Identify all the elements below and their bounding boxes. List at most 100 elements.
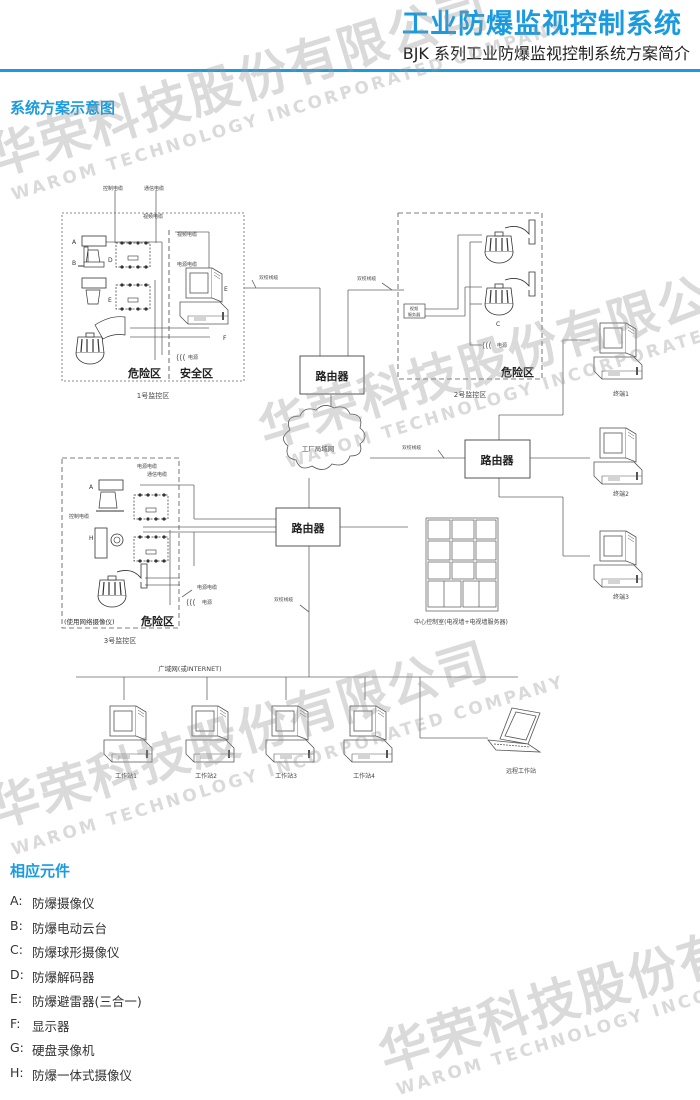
- component-item-a: A: 防爆摄像仪: [10, 893, 142, 918]
- marker-f: F: [223, 335, 227, 342]
- component-item-h: H:防爆一体式摄像仪: [10, 1065, 142, 1090]
- page-subtitle: BJK 系列工业防爆监视控制系统方案简介: [402, 44, 690, 63]
- zone3-caption: 3号监控区: [104, 636, 136, 645]
- pan-tilt-b-icon: [83, 246, 101, 265]
- router-2-label: 路由器: [481, 453, 515, 467]
- arrester-z3-icon: [133, 534, 169, 564]
- camera-a-icon: [81, 235, 107, 247]
- z3-power-label: 电源: [202, 599, 212, 606]
- component-label: 防爆摄像仪: [32, 896, 95, 911]
- terminal-1-label: 终端1: [613, 390, 629, 398]
- wan-label: 广域网(或INTERNET): [158, 664, 221, 673]
- decoder-d-icon: [115, 240, 151, 270]
- marker-d: D: [108, 257, 113, 264]
- video-server-label-2: 服务器: [408, 311, 421, 318]
- component-item-f: F:显示器: [10, 1016, 142, 1041]
- dome-camera-c2-icon: [484, 283, 514, 316]
- marker-e: E: [108, 297, 112, 304]
- workstation-2-icon: [185, 705, 235, 763]
- zone3-danger-label: 危险区: [140, 614, 174, 628]
- component-label: 防爆一体式摄像仪: [32, 1067, 133, 1083]
- z3-control-cable-label: 控制电缆: [69, 513, 89, 520]
- workstation-4-label: 工作站4: [353, 772, 375, 780]
- zone3-boundary: [61, 457, 180, 629]
- dome-camera-z3-icon: [97, 575, 127, 608]
- twisted-pair-label-4: 双绞线缆: [274, 596, 293, 603]
- camera-a-icon-z3: [98, 479, 124, 491]
- video-server-label-1: 视频: [410, 305, 419, 312]
- marker-a: A: [72, 239, 77, 246]
- workstation-1-icon: [103, 705, 153, 763]
- system-diagram: 路由器 路由器 路由器 工厂局域网 视频电缆 控制电缆 通信电缆 视频电缆 电源…: [61, 185, 643, 780]
- diagram-section-title: 系统方案示意图: [10, 99, 116, 117]
- router-3-label: 路由器: [292, 521, 326, 535]
- component-key: E:: [10, 991, 23, 1006]
- workstation-4-icon: [343, 705, 393, 763]
- watermark-cn-4: 华荣科技股份有限公司: [372, 876, 700, 1085]
- component-label: 硬盘录像机: [32, 1043, 95, 1058]
- dome-camera-icon: [75, 332, 105, 365]
- power-label: 电源: [188, 354, 198, 361]
- component-key: C:: [10, 942, 23, 957]
- control-room-label: 中心控制室(电视墙+电视墙服务器): [414, 618, 508, 626]
- marker-a-z3: A: [89, 484, 94, 491]
- zone3-devices: 电源电缆 通信电缆 控制电缆 电源电缆 ⟨⟨⟨ 电源 A H (使用网络摄像仪)…: [64, 463, 217, 645]
- zone1-devices: 视频电缆 控制电缆 通信电缆 视频电缆 电源电缆 电源 ⟨⟨⟨ A B D E …: [72, 185, 229, 400]
- zone1-safe-label: 安全区: [180, 366, 213, 380]
- component-label: 防爆解码器: [32, 969, 95, 985]
- router-1: 路由器: [299, 355, 365, 395]
- component-item-e: E: 防爆避雷器(三合一): [10, 991, 142, 1016]
- z3-comm-cable-label: 通信电缆: [147, 471, 167, 478]
- component-label: 防爆电动云台: [32, 920, 108, 936]
- marker-b: B: [72, 260, 76, 267]
- z3-power-cable-top-label: 电源电缆: [137, 463, 157, 470]
- watermark-en-4: WAROM TECHNOLOGY INCORPORATED COMPANY: [394, 912, 700, 1100]
- lan-cloud: 工厂局域网: [283, 405, 366, 470]
- zone2-caption: 2号监控区: [454, 390, 486, 399]
- video-server-box: 视频 服务器: [403, 303, 426, 319]
- component-item-g: G: 硬盘录像机: [10, 1040, 142, 1065]
- page-title: 工业防爆监视控制系统: [402, 9, 682, 40]
- remote-station-label: 远程工作站: [506, 767, 536, 775]
- component-item-c: C: 防爆球形摄像仪: [10, 942, 142, 967]
- component-key: D:: [10, 966, 24, 982]
- video-cable-label: 视频电缆: [143, 213, 163, 220]
- integrated-camera-h-icon: [94, 527, 108, 559]
- workstation-1-label: 工作站1: [115, 772, 137, 780]
- marker-h: H: [89, 535, 94, 542]
- zone1-danger-label: 危险区: [127, 366, 161, 380]
- power-symbol-icon-3: ⟨⟨⟨: [186, 598, 195, 607]
- router-1-label: 路由器: [316, 369, 350, 383]
- component-key: G:: [10, 1040, 24, 1055]
- components-list: A: 防爆摄像仪 B:防爆电动云台 C: 防爆球形摄像仪 D: 防爆解码器 E: 防爆避…: [10, 893, 142, 1089]
- laptop-icon: [487, 707, 542, 753]
- router-3: 路由器: [275, 507, 341, 547]
- component-item-b: B:防爆电动云台: [10, 918, 142, 943]
- marker-e-2: E: [224, 286, 228, 293]
- component-key: F:: [10, 1015, 21, 1031]
- twisted-pair-label-2: 双绞线缆: [357, 275, 376, 282]
- lan-label: 工厂局域网: [302, 444, 335, 453]
- terminal-2-icon: [593, 427, 643, 485]
- component-item-d: D: 防爆解码器: [10, 967, 142, 992]
- header-divider: [0, 69, 700, 72]
- component-label: 防爆球形摄像仪: [32, 945, 120, 960]
- control-cable-label: 控制电缆: [103, 185, 123, 192]
- components-section-title: 相应元件: [10, 862, 71, 880]
- power-symbol-icon-2: ⟨⟨⟨: [482, 341, 491, 350]
- component-key: A:: [10, 893, 23, 908]
- twisted-pair-label-1: 双绞线缆: [259, 274, 278, 281]
- power-cable-label: 电源电缆: [177, 261, 197, 268]
- workstation-2-label: 工作站2: [195, 772, 217, 780]
- z3-power-cable-label: 电源电缆: [197, 584, 217, 591]
- zone2-devices: 视频 服务器 C ⟨⟨⟨ 电源 危险区 2号监控区: [403, 219, 536, 399]
- video-cable-label-2: 视频电缆: [177, 231, 197, 238]
- component-label: 防爆避雷器(三合一): [32, 994, 142, 1009]
- zone3-note: (使用网络摄像仪): [64, 617, 115, 626]
- zone2-boundary: [397, 212, 543, 380]
- terminal-3-icon: [593, 530, 643, 588]
- workstation-3-icon: [265, 705, 315, 763]
- camera-a2-icon: [81, 277, 107, 289]
- monitor-f-icon: [179, 267, 229, 325]
- zone1-boundary: [61, 212, 245, 382]
